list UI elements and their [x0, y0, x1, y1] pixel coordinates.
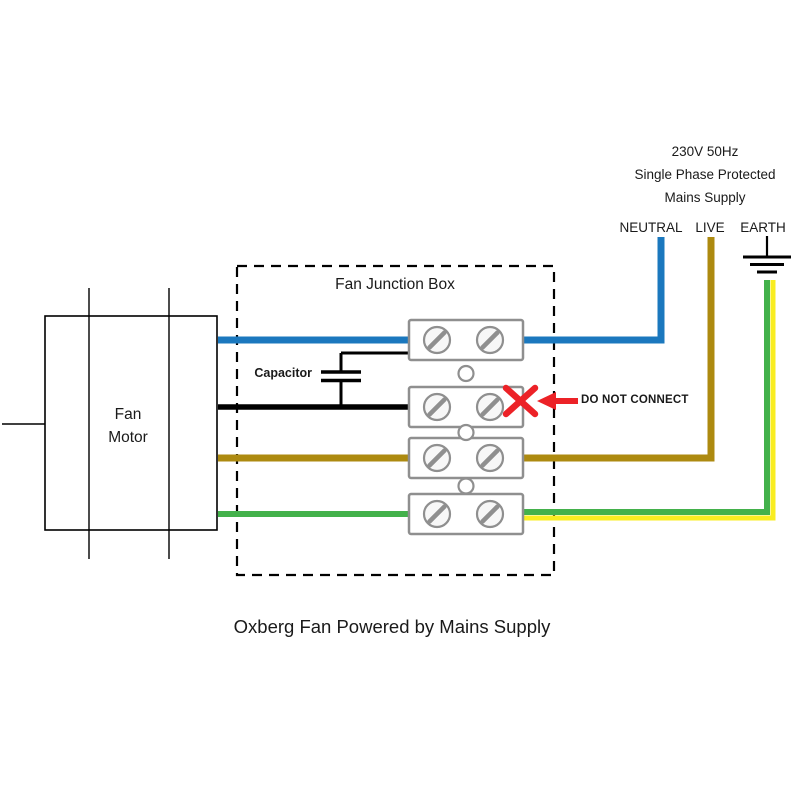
supply-mains-text: Mains Supply: [664, 190, 746, 205]
fan-motor-box: [44, 315, 218, 531]
junction-box-title: Fan Junction Box: [335, 276, 455, 293]
terminal-screw: [477, 501, 503, 527]
do-not-connect-label: DO NOT CONNECT: [581, 394, 689, 406]
terminal-screw: [424, 501, 450, 527]
terminal-link-1: [457, 364, 475, 383]
warning-arrow-head-icon: [537, 392, 556, 410]
fan-motor-label: Fan Motor: [108, 403, 148, 449]
live-wire-label: LIVE: [695, 220, 725, 235]
earth-wire-label: EARTH: [740, 220, 786, 235]
do-not-connect-x-icon: [502, 384, 539, 418]
terminal-screw: [424, 445, 450, 471]
live-wire: [218, 237, 715, 462]
mains-supply-info: 230V 50Hz Single Phase Protected Mains S…: [634, 140, 775, 209]
terminal-link-3: [457, 477, 475, 495]
neutral-wire-label: NEUTRAL: [619, 220, 683, 235]
earth-wire-yellow: [480, 280, 776, 521]
neutral-wire: [218, 237, 665, 344]
fan-motor-label-line1: Fan: [114, 406, 142, 423]
junction-box-outline: [235, 264, 556, 577]
earth-wire-green: [480, 280, 770, 515]
terminal-screw: [424, 327, 450, 353]
supply-phase-text: Single Phase Protected: [634, 167, 776, 182]
terminal-screw: [477, 445, 503, 471]
terminal-strip: [407, 318, 525, 536]
terminal-link-2: [457, 423, 475, 442]
fan-motor-label-line2: Motor: [108, 429, 148, 446]
terminal-screw: [477, 327, 503, 353]
terminal-screw: [424, 394, 450, 420]
terminal-screw: [477, 394, 503, 420]
earth-symbol: [743, 236, 791, 274]
diagram-caption: Oxberg Fan Powered by Mains Supply: [233, 616, 551, 637]
supply-voltage-text: 230V 50Hz: [671, 144, 739, 159]
capacitor-label: Capacitor: [254, 366, 312, 380]
